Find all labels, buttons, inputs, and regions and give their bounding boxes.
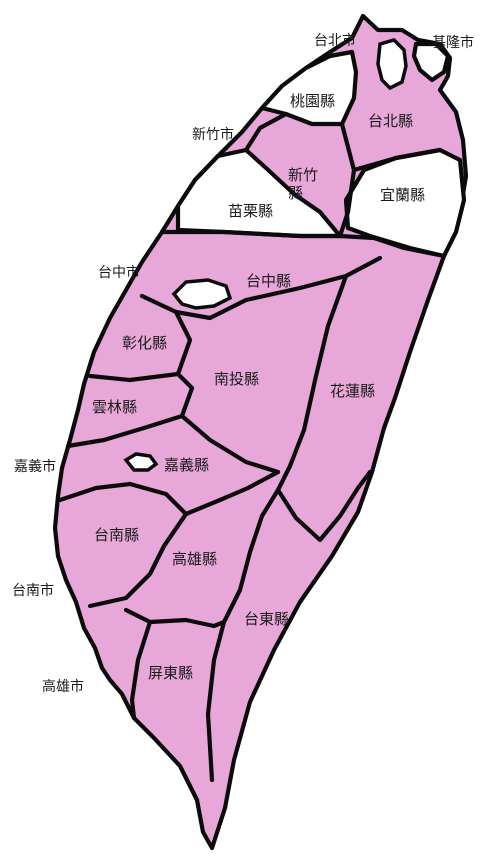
border-tainan-kaohsiung — [87, 511, 189, 609]
label-hsinchu-city: 新竹市 — [192, 127, 234, 143]
label-taichung-city: 台中市 — [98, 265, 140, 281]
border-pingtung-west — [129, 619, 153, 721]
label-changhua: 彰化縣 — [122, 334, 168, 352]
border-yunlin-south — [65, 371, 195, 449]
label-kaohsiung-county: 高雄縣 — [172, 550, 218, 568]
border-changhua-yunlin — [87, 371, 181, 383]
border-taichung-north — [159, 229, 377, 241]
label-kaohsiung-city: 高雄市 — [42, 679, 84, 695]
border-taichung-hualien — [371, 235, 447, 259]
label-chiayi-city: 嘉義市 — [14, 459, 56, 475]
label-taitung: 台東縣 — [244, 610, 290, 628]
label-nantou: 南投縣 — [214, 370, 260, 388]
region-taipei-city — [376, 38, 408, 91]
label-taipei-county: 台北縣 — [368, 112, 414, 130]
label-keelung-city: 基隆市 — [432, 35, 474, 51]
island-outline — [52, 13, 469, 851]
label-tainan-county: 台南縣 — [94, 526, 140, 544]
border-changhua-nantou — [173, 309, 193, 377]
border-hsinchu-west — [243, 111, 289, 153]
label-taipei-city: 台北市 — [314, 33, 356, 49]
label-pingtung: 屏東縣 — [148, 664, 194, 682]
label-hualien: 花蓮縣 — [330, 382, 376, 400]
border-kaohsiung-taitung — [205, 487, 281, 783]
border-chiayi-nantou — [179, 413, 281, 475]
border-hualien-taitung — [275, 469, 373, 543]
border-chiayi-tainan — [57, 469, 281, 517]
label-yilan: 宜蘭縣 — [380, 186, 426, 204]
border-taipei-yilan — [351, 147, 443, 173]
label-hsinchu-county: 新竹縣 — [288, 166, 319, 202]
label-chiayi-county: 嘉義縣 — [164, 456, 210, 474]
region-chiayi-city — [123, 452, 159, 472]
label-tainan-city: 台南市 — [12, 583, 54, 599]
label-taoyuan: 桃園縣 — [290, 92, 336, 110]
label-taichung-county: 台中縣 — [246, 272, 292, 290]
label-yunlin: 雲林縣 — [92, 398, 138, 416]
border-kaohsiung-pingtung — [123, 607, 227, 629]
label-miaoli: 苗栗縣 — [228, 202, 274, 220]
border-taipei-hsinchu — [337, 121, 357, 239]
region-keelung — [411, 41, 451, 83]
region-taichung-city — [171, 278, 233, 310]
region-taoyuan — [259, 49, 359, 127]
border-nantou-hualien — [275, 273, 349, 493]
